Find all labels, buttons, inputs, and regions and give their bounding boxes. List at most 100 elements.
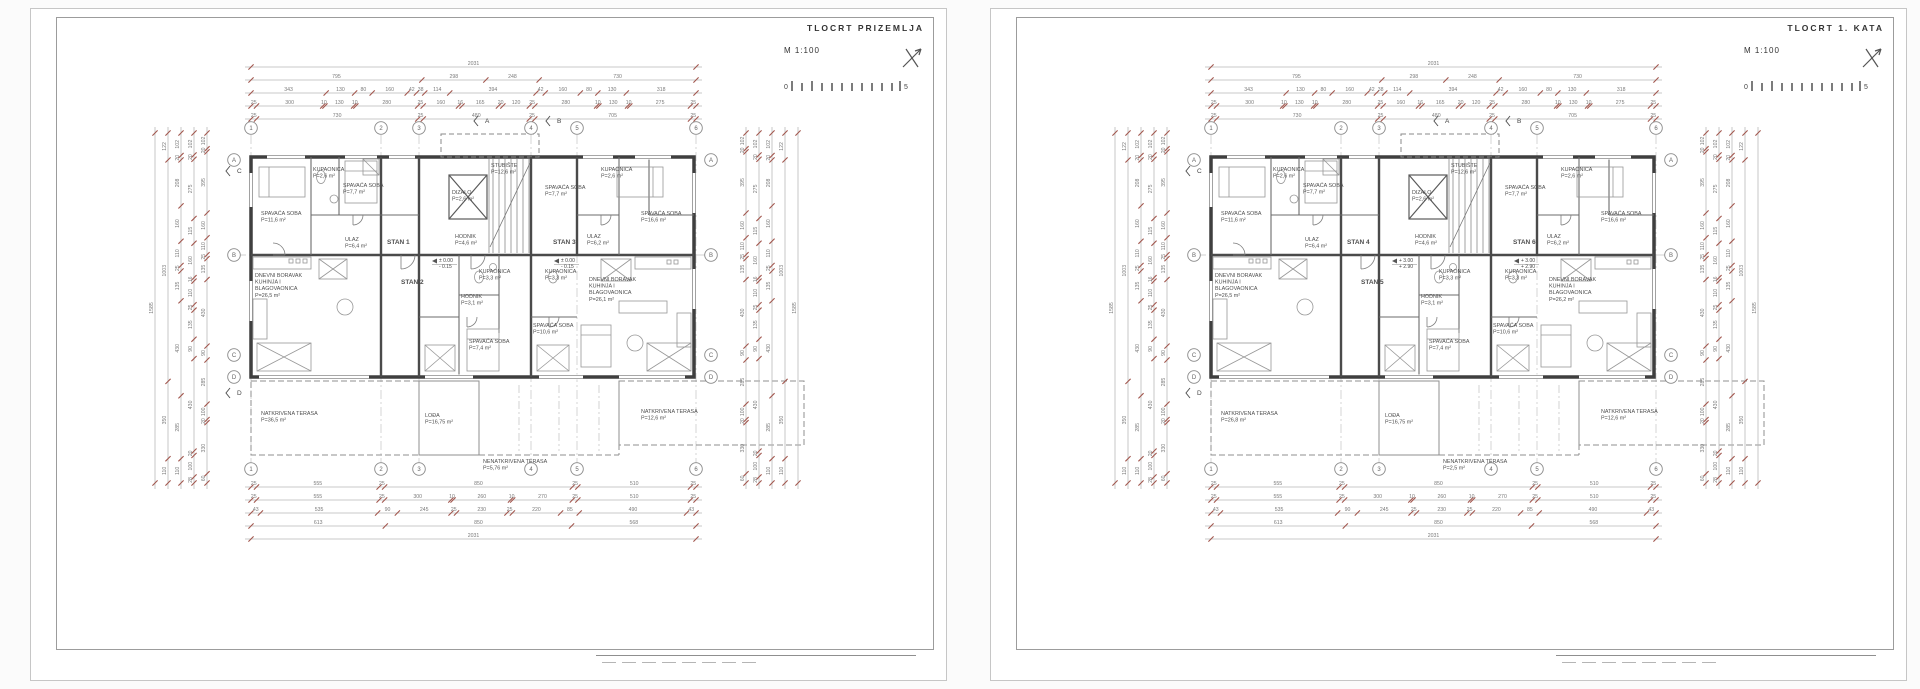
svg-text:P=6,4 m²: P=6,4 m² <box>1305 244 1327 250</box>
svg-text:100: 100 <box>1148 462 1154 471</box>
sheet-title: TLOCRT 1. KATA <box>1787 23 1884 33</box>
svg-text:613: 613 <box>314 520 323 526</box>
svg-text:343: 343 <box>1244 87 1253 93</box>
svg-text:BLAGOVAONICA: BLAGOVAONICA <box>589 290 632 296</box>
svg-text:270: 270 <box>538 494 547 500</box>
svg-text:D: D <box>232 375 237 381</box>
svg-text:270: 270 <box>1498 494 1507 500</box>
svg-text:535: 535 <box>1275 507 1284 513</box>
svg-text:160: 160 <box>188 256 194 265</box>
svg-text:110: 110 <box>162 467 168 475</box>
svg-text:90: 90 <box>1148 346 1154 352</box>
svg-text:260: 260 <box>477 494 486 500</box>
svg-text:P=16,6 m²: P=16,6 m² <box>641 218 666 224</box>
svg-text:90: 90 <box>1161 350 1167 356</box>
svg-text:110: 110 <box>175 249 181 257</box>
svg-text:4: 4 <box>1489 126 1493 132</box>
svg-text:20: 20 <box>766 155 772 161</box>
svg-text:25: 25 <box>251 481 257 487</box>
svg-text:343: 343 <box>284 87 293 93</box>
graphic-scale-bar: 0 5 <box>1744 81 1868 91</box>
svg-text:25: 25 <box>418 100 424 106</box>
svg-text:25: 25 <box>572 494 578 500</box>
svg-text:28: 28 <box>753 477 759 483</box>
svg-text:25: 25 <box>690 100 696 106</box>
svg-text:160: 160 <box>740 221 746 230</box>
svg-text:P=16,75 m²: P=16,75 m² <box>425 420 453 426</box>
svg-text:350: 350 <box>162 416 168 425</box>
svg-text:3: 3 <box>417 467 421 473</box>
svg-text:P=11,6 m²: P=11,6 m² <box>1221 218 1246 224</box>
svg-text:110: 110 <box>1713 289 1719 297</box>
svg-text:25: 25 <box>1467 507 1473 513</box>
sheet-title: TLOCRT PRIZEMLJA <box>807 23 924 33</box>
svg-text:D: D <box>709 375 714 381</box>
svg-text:102: 102 <box>766 140 772 149</box>
svg-text:10: 10 <box>595 100 601 106</box>
svg-text:102: 102 <box>1135 140 1141 149</box>
svg-text:135: 135 <box>1700 265 1706 274</box>
svg-text:85: 85 <box>1527 507 1533 513</box>
svg-text:160: 160 <box>385 87 394 93</box>
svg-text:P=16,6 m²: P=16,6 m² <box>1601 218 1626 224</box>
svg-text:568: 568 <box>1589 520 1598 526</box>
svg-text:25: 25 <box>766 265 772 271</box>
svg-text:115: 115 <box>753 227 759 235</box>
svg-text:100: 100 <box>1700 407 1706 416</box>
svg-text:P=6,2 m²: P=6,2 m² <box>587 241 609 247</box>
svg-text:245: 245 <box>1380 507 1389 513</box>
svg-text:90: 90 <box>385 507 391 513</box>
svg-text:KUPAONICA: KUPAONICA <box>1273 167 1305 173</box>
svg-text:280: 280 <box>1521 100 1530 106</box>
svg-text:KUHINJA I: KUHINJA I <box>589 284 615 290</box>
svg-text:535: 535 <box>315 507 324 513</box>
svg-text:D: D <box>1669 375 1674 381</box>
svg-text:25: 25 <box>379 481 385 487</box>
svg-text:135: 135 <box>1135 281 1141 290</box>
svg-text:+ 3.00: + 3.00 <box>1521 258 1535 264</box>
svg-text:20: 20 <box>1713 154 1719 160</box>
svg-text:208: 208 <box>766 178 772 187</box>
svg-text:100: 100 <box>201 407 207 416</box>
svg-text:25: 25 <box>1713 304 1719 310</box>
svg-text:100: 100 <box>753 462 759 471</box>
svg-text:NATKRIVENA TERASA: NATKRIVENA TERASA <box>641 409 698 415</box>
svg-text:0: 0 <box>784 84 788 91</box>
svg-text:1003: 1003 <box>1122 265 1128 277</box>
svg-text:555: 555 <box>1273 481 1282 487</box>
svg-text:25: 25 <box>451 507 457 513</box>
svg-text:90: 90 <box>1713 346 1719 352</box>
svg-text:A: A <box>485 118 490 125</box>
svg-text:25: 25 <box>251 494 257 500</box>
svg-text:25: 25 <box>1211 494 1217 500</box>
svg-text:20: 20 <box>188 450 194 456</box>
svg-text:KUPAONICA: KUPAONICA <box>479 269 511 275</box>
svg-text:120: 120 <box>512 100 521 106</box>
svg-text:C: C <box>1192 353 1197 359</box>
svg-text:135: 135 <box>201 265 207 274</box>
svg-text:85: 85 <box>567 507 573 513</box>
svg-text:110: 110 <box>1135 467 1141 475</box>
svg-text:318: 318 <box>657 87 666 93</box>
svg-text:2: 2 <box>379 126 383 132</box>
svg-text:P=4,6 m²: P=4,6 m² <box>1415 241 1437 247</box>
svg-text:248: 248 <box>508 74 517 80</box>
svg-text:510: 510 <box>630 494 639 500</box>
svg-text:285: 285 <box>1161 378 1167 387</box>
svg-text:160: 160 <box>1726 219 1732 228</box>
svg-text:25: 25 <box>1532 481 1538 487</box>
svg-text:2031: 2031 <box>1428 61 1440 67</box>
svg-text:285: 285 <box>766 423 772 432</box>
svg-text:B: B <box>232 253 236 259</box>
svg-text:25: 25 <box>572 481 578 487</box>
svg-text:P=3,1 m²: P=3,1 m² <box>1421 301 1443 307</box>
svg-text:110: 110 <box>1700 242 1706 250</box>
svg-text:5: 5 <box>1535 467 1539 473</box>
svg-text:P=5,76 m²: P=5,76 m² <box>483 466 508 472</box>
svg-text:43: 43 <box>253 507 259 513</box>
svg-text:STUBIŠTE: STUBIŠTE <box>491 162 518 169</box>
svg-text:260: 260 <box>1437 494 1446 500</box>
svg-text:25: 25 <box>379 494 385 500</box>
